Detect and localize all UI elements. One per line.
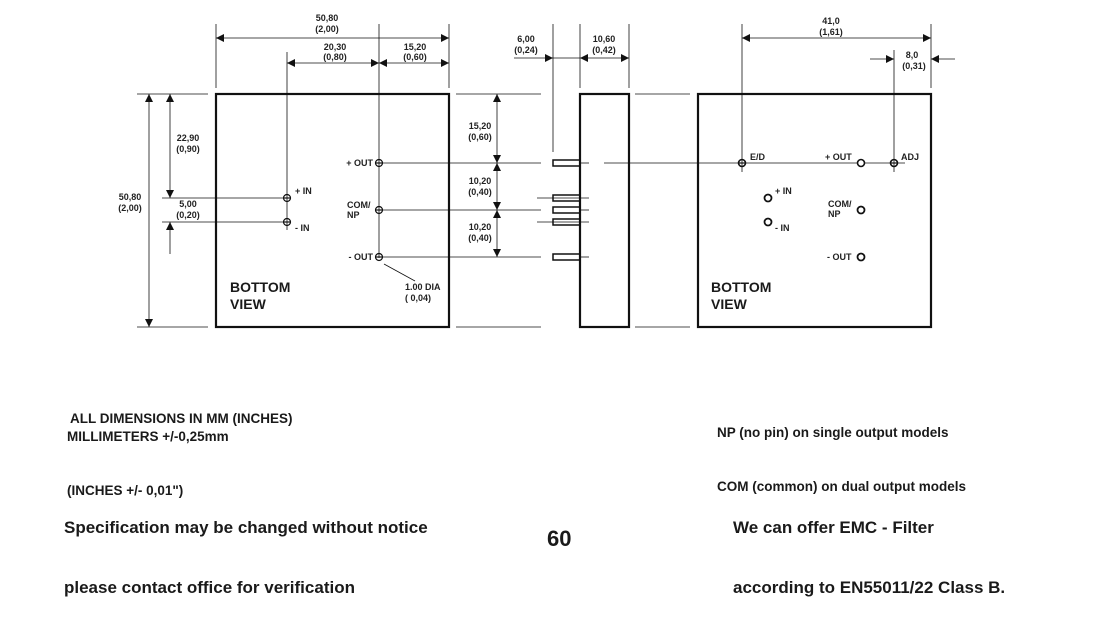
mechanical-drawing: 50,80 (2,00) 20,30 (0,80) 15,20 (0,60) 5… — [118, 13, 955, 329]
label-minus-out-alt: - OUT — [827, 252, 852, 262]
dimension-notes: ALL DIMENSIONS IN MM (INCHES) — [70, 374, 293, 446]
dim-height-side-mm: 10,60 — [593, 34, 616, 44]
bottom-view-left-labels: 50,80 (2,00) 20,30 (0,80) 15,20 (0,60) 5… — [118, 13, 492, 312]
note-line: NP (no pin) on single output models — [717, 425, 949, 440]
dim-in-spacing-mm: 5,00 — [179, 199, 197, 209]
bottom-view-label-1: BOTTOM — [230, 279, 290, 295]
notice-line: Specification may be changed without not… — [64, 518, 428, 537]
spec-notice: Specification may be changed without not… — [64, 478, 428, 618]
tolerance-notes: MILLIMETERS +/-0,25mm (INCHES +/- 0,01") — [67, 392, 229, 518]
note-line: COM (common) on dual output models — [717, 479, 966, 494]
label-minus-in: - IN — [295, 223, 310, 233]
side-pin — [552, 206, 581, 214]
label-adj: ADJ — [901, 152, 919, 162]
bottom-view-right-labels: 41,0 (1,61) 8,0 (0,31) E/D + OUT ADJ + I… — [711, 16, 926, 312]
side-pin — [552, 159, 581, 167]
pin-com-np-alt — [856, 205, 866, 215]
dim-height-in: (2,00) — [118, 203, 142, 213]
label-minus-out: - OUT — [349, 252, 374, 262]
label-np-alt: NP — [828, 209, 841, 219]
dim-out-spacing2-in: (0,40) — [468, 233, 492, 243]
note-line: ALL DIMENSIONS IN MM (INCHES) — [70, 411, 293, 426]
pin-minus-out — [374, 252, 384, 262]
side-view — [514, 24, 742, 329]
dim-width-mm: 50,80 — [316, 13, 339, 23]
label-plus-in-alt: + IN — [775, 186, 792, 196]
pin-com-np — [374, 205, 384, 215]
pin-minus-out-alt — [856, 252, 866, 262]
dim-in-spacing-in: (0,20) — [176, 210, 200, 220]
pin-minus-in-alt — [763, 217, 773, 227]
label-plus-out: + OUT — [346, 158, 373, 168]
dim-out-spacing1-in: (0,40) — [468, 187, 492, 197]
bottom-view-alt-label-2: VIEW — [711, 296, 748, 312]
bottom-view-alt-label-1: BOTTOM — [711, 279, 771, 295]
pin-notes: NP (no pin) on single output models COM … — [717, 388, 966, 514]
label-ed: E/D — [750, 152, 766, 162]
dim-height-side-in: (0,42) — [592, 45, 616, 55]
dim-top-out-in: (0,60) — [468, 132, 492, 142]
dim-ed-edge-in: (1,61) — [819, 27, 843, 37]
module-outline — [214, 92, 451, 329]
dim-pin-spacing-in: (0,80) — [323, 52, 347, 62]
bottom-view-left — [137, 24, 541, 329]
pin-plus-out-alt — [856, 158, 866, 168]
dim-top-out-mm: 15,20 — [469, 121, 492, 131]
dim-top-in-mm: 22,90 — [177, 133, 200, 143]
label-plus-out-alt: + OUT — [825, 152, 852, 162]
emc-notice: We can offer EMC - Filter according to E… — [733, 478, 1005, 618]
note-line: (INCHES +/- 0,01") — [67, 483, 184, 498]
label-np: NP — [347, 210, 360, 220]
dim-pin-length-in: (0,24) — [514, 45, 538, 55]
dim-ed-edge-mm: 41,0 — [822, 16, 840, 26]
page-number: 60 — [547, 526, 572, 551]
dim-adj-edge-in: (0,31) — [902, 61, 926, 71]
pin-minus-in — [282, 217, 292, 227]
note-line: MILLIMETERS +/-0,25mm — [67, 429, 229, 444]
dim-out-spacing1-mm: 10,20 — [469, 176, 492, 186]
label-plus-in: + IN — [295, 186, 312, 196]
dim-edge-out-mm: 15,20 — [404, 42, 427, 52]
dim-top-in-in: (0,90) — [176, 144, 200, 154]
label-com-alt: COM/ — [828, 199, 852, 209]
notice-line: according to EN55011/22 Class B. — [733, 578, 1006, 597]
side-view-labels: 6,00 (0,24) 10,60 (0,42) — [514, 34, 616, 55]
dim-height-mm: 50,80 — [119, 192, 142, 202]
label-com: COM/ — [347, 200, 371, 210]
side-outline — [578, 92, 631, 329]
dim-adj-edge-mm: 8,0 — [906, 50, 919, 60]
notice-line: please contact office for verification — [64, 578, 355, 597]
pin-plus-in — [282, 193, 292, 203]
dia-leader — [383, 263, 416, 282]
dim-out-spacing2-mm: 10,20 — [469, 222, 492, 232]
module-outline-alt — [696, 92, 933, 329]
bottom-view-label-2: VIEW — [230, 296, 267, 312]
pin-plus-out — [374, 158, 384, 168]
dim-pin-dia-mm: 1.00 DIA — [405, 282, 441, 292]
dim-edge-out-in: (0,60) — [403, 52, 427, 62]
notice-line: We can offer EMC - Filter — [733, 518, 934, 537]
pin-plus-in-alt — [763, 193, 773, 203]
label-minus-in-alt: - IN — [775, 223, 790, 233]
dim-pin-spacing-mm: 20,30 — [324, 42, 347, 52]
dim-pin-length-mm: 6,00 — [517, 34, 535, 44]
dim-pin-dia-in: ( 0,04) — [405, 293, 431, 303]
side-pin — [552, 253, 581, 261]
bottom-view-right — [696, 24, 955, 329]
dim-width-in: (2,00) — [315, 24, 339, 34]
